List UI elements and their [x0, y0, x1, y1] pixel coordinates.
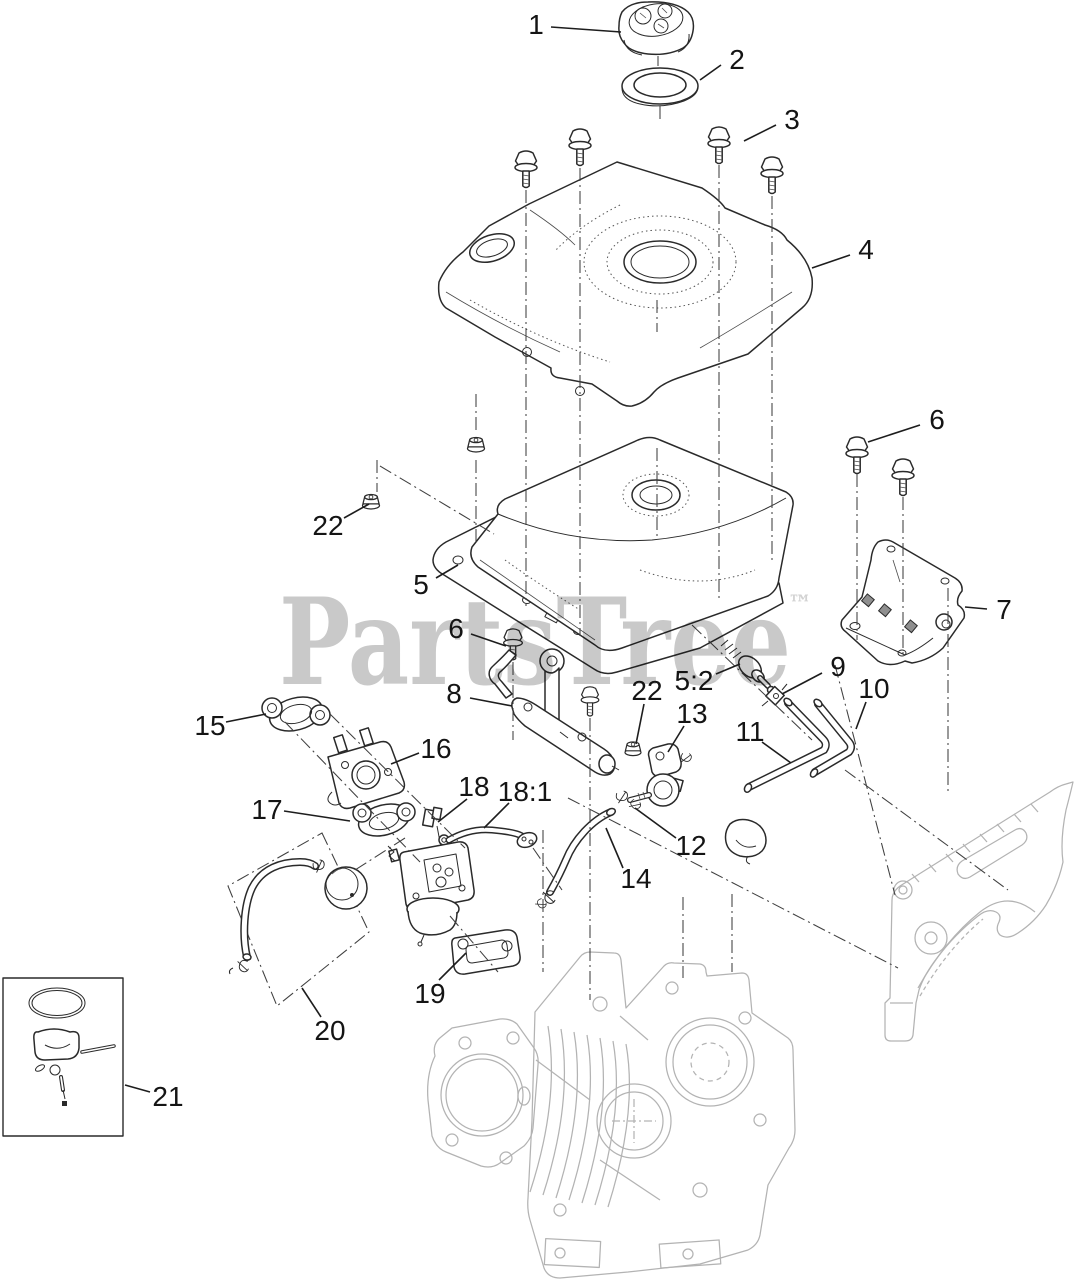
- pump-nut-part: [624, 741, 642, 757]
- leader-line: [811, 254, 851, 269]
- leader-line: [634, 807, 677, 839]
- carburetor-kit-box: [2, 977, 124, 1137]
- fuel-cap-part: [618, 1, 695, 66]
- carburetor-insulator-part: [327, 727, 406, 810]
- leader-line: [390, 752, 420, 765]
- leader-line: [743, 124, 777, 142]
- throttle-lever-part: [445, 826, 538, 849]
- fuel-icon: [634, 7, 652, 25]
- intake-gasket-part: [261, 696, 331, 732]
- carburetor-part: [387, 806, 475, 947]
- leader-line: [635, 703, 645, 745]
- leader-line: [761, 741, 792, 764]
- callout-label: 6: [448, 613, 464, 644]
- callout-label: 15: [194, 710, 225, 741]
- assembly-guide-lines: [284, 165, 1009, 1000]
- fuel-tank-part: [470, 436, 794, 652]
- callout-label: 2: [729, 44, 745, 75]
- callout-label: 11: [735, 716, 764, 747]
- fuel-tank-cover-part: [437, 161, 814, 407]
- leader-line: [867, 424, 921, 443]
- vent-hose-part: [534, 807, 617, 911]
- flame-icon: [653, 18, 669, 34]
- fuel-hose-part: [743, 697, 855, 793]
- exhaust-gasket-part: [451, 929, 521, 975]
- fuel-cap-gasket-part: [621, 67, 699, 122]
- leader-line: [435, 564, 459, 579]
- callout-label: 13: [676, 698, 707, 729]
- callout-label: 12: [675, 830, 706, 861]
- callout-label: 17: [251, 794, 282, 825]
- callout-label: 16: [420, 733, 451, 764]
- tank-support-rod-part: [488, 648, 620, 776]
- callout-label: 18: [458, 771, 489, 802]
- carburetor-gasket-part: [352, 802, 416, 837]
- cover-nut-part: [466, 436, 486, 453]
- callout-label: 9: [830, 651, 846, 682]
- leader-line: [781, 672, 823, 695]
- callout-label: 14: [620, 863, 651, 894]
- leader-line: [667, 725, 685, 753]
- watermark: PartsTree ™: [279, 572, 812, 713]
- callout-label: 19: [414, 978, 445, 1009]
- callout-label: 22: [312, 510, 343, 541]
- leader-line: [469, 697, 513, 707]
- callout-label: 18:1: [498, 776, 553, 807]
- callout-label: 22: [631, 675, 662, 706]
- leader-line: [855, 701, 867, 730]
- leader-line: [470, 633, 507, 647]
- fuel-pump-part: [614, 743, 692, 812]
- breather-kit-box: [227, 832, 370, 1007]
- callout-label: 1: [528, 9, 544, 40]
- watermark-trademark: ™: [788, 589, 812, 618]
- leader-line: [715, 663, 741, 675]
- engine-block-ghost: [427, 951, 796, 1279]
- leader-line: [283, 810, 351, 822]
- leader-line: [225, 713, 267, 723]
- leader-line: [124, 1084, 151, 1093]
- side-panel-ghost: [884, 781, 1074, 1042]
- callout-label: 5: [413, 569, 429, 600]
- callout-label: 5:2: [675, 665, 714, 696]
- leader-line: [438, 952, 467, 981]
- callout-label: 10: [858, 673, 889, 704]
- leader-line: [343, 503, 370, 519]
- pump-cover-part: [724, 818, 767, 865]
- leader-line: [550, 26, 622, 33]
- leader-line: [437, 798, 468, 823]
- hose-clamp-part: [761, 683, 788, 707]
- callout-label: 4: [858, 234, 874, 265]
- callout-label: 7: [996, 594, 1012, 625]
- leader-line: [699, 64, 722, 81]
- leader-line: [605, 827, 624, 869]
- callout-label: 3: [784, 104, 800, 135]
- leader-line: [964, 606, 988, 610]
- callout-label: 20: [314, 1015, 345, 1046]
- leader-line: [301, 987, 322, 1018]
- callout-label: 21: [152, 1081, 183, 1112]
- watermark-text: PartsTree: [279, 572, 791, 713]
- warning-icon: [657, 3, 673, 19]
- leader-line: [483, 802, 510, 829]
- callout-label: 6: [929, 404, 945, 435]
- callout-label: 8: [446, 678, 462, 709]
